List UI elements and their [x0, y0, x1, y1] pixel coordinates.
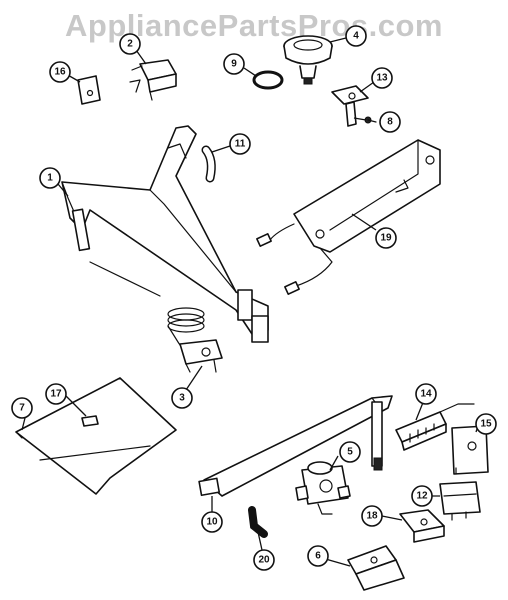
callout-7: 7: [11, 397, 33, 419]
svg-text:19: 19: [380, 233, 392, 244]
part-13-bracket[interactable]: [331, 85, 369, 127]
leader-lines: [21, 37, 479, 567]
svg-text:2: 2: [127, 39, 133, 50]
svg-text:6: 6: [315, 551, 321, 562]
part-12-relay[interactable]: [439, 481, 481, 521]
svg-text:3: 3: [179, 393, 185, 404]
svg-text:7: 7: [19, 403, 25, 414]
svg-text:20: 20: [258, 555, 270, 566]
part-15-plate[interactable]: [451, 425, 489, 475]
svg-text:14: 14: [420, 389, 432, 400]
svg-text:9: 9: [231, 59, 237, 70]
callout-15: 15: [475, 413, 497, 435]
callout-20: 20: [253, 549, 275, 571]
callout-1: 1: [39, 167, 61, 189]
svg-text:1: 1: [47, 173, 53, 184]
callout-14: 14: [415, 383, 437, 405]
svg-text:5: 5: [347, 447, 353, 458]
part-2-switch[interactable]: [129, 59, 177, 101]
part-19-ignition-assembly[interactable]: [256, 139, 441, 295]
part-11-hose[interactable]: [201, 145, 216, 183]
part-1-manifold[interactable]: [61, 125, 269, 343]
callout-5: 5: [339, 441, 361, 463]
callout-2: 2: [119, 33, 141, 55]
svg-text:15: 15: [480, 419, 492, 430]
svg-text:17: 17: [50, 389, 62, 400]
callout-13: 13: [371, 67, 393, 89]
callout-8: 8: [379, 111, 401, 133]
part-17-clip[interactable]: [81, 415, 99, 427]
callout-9: 9: [223, 53, 245, 75]
part-20-tube[interactable]: [248, 506, 268, 538]
svg-text:4: 4: [353, 31, 359, 42]
callout-18: 18: [361, 505, 383, 527]
part-16-clip[interactable]: [77, 75, 101, 105]
svg-text:13: 13: [376, 73, 388, 84]
part-9-o-ring[interactable]: [252, 70, 284, 90]
callout-19: 19: [375, 227, 397, 249]
part-10-bracket-arm[interactable]: [198, 395, 393, 497]
callout-4: 4: [345, 25, 367, 47]
callout-10: 10: [201, 511, 223, 533]
part-6-bracket[interactable]: [347, 545, 405, 591]
part-14-terminal-block[interactable]: [395, 403, 475, 451]
callout-17: 17: [45, 383, 67, 405]
callout-11: 11: [229, 133, 251, 155]
svg-text:18: 18: [366, 511, 378, 522]
part-5-gas-valve[interactable]: [295, 461, 351, 515]
svg-text:11: 11: [235, 139, 246, 150]
callout-6: 6: [307, 545, 329, 567]
callout-3: 3: [171, 387, 193, 409]
callout-12: 12: [411, 485, 433, 507]
callout-16: 16: [49, 61, 71, 83]
part-18-ignitor[interactable]: [399, 509, 445, 543]
svg-text:10: 10: [206, 517, 218, 528]
part-4-burner[interactable]: [283, 35, 333, 85]
svg-text:8: 8: [387, 117, 393, 128]
part-3-thermostat[interactable]: [89, 261, 223, 373]
part-8-screw[interactable]: [364, 116, 377, 124]
svg-text:16: 16: [54, 67, 66, 78]
svg-text:12: 12: [416, 491, 428, 502]
part-7-insulation[interactable]: [15, 377, 177, 495]
